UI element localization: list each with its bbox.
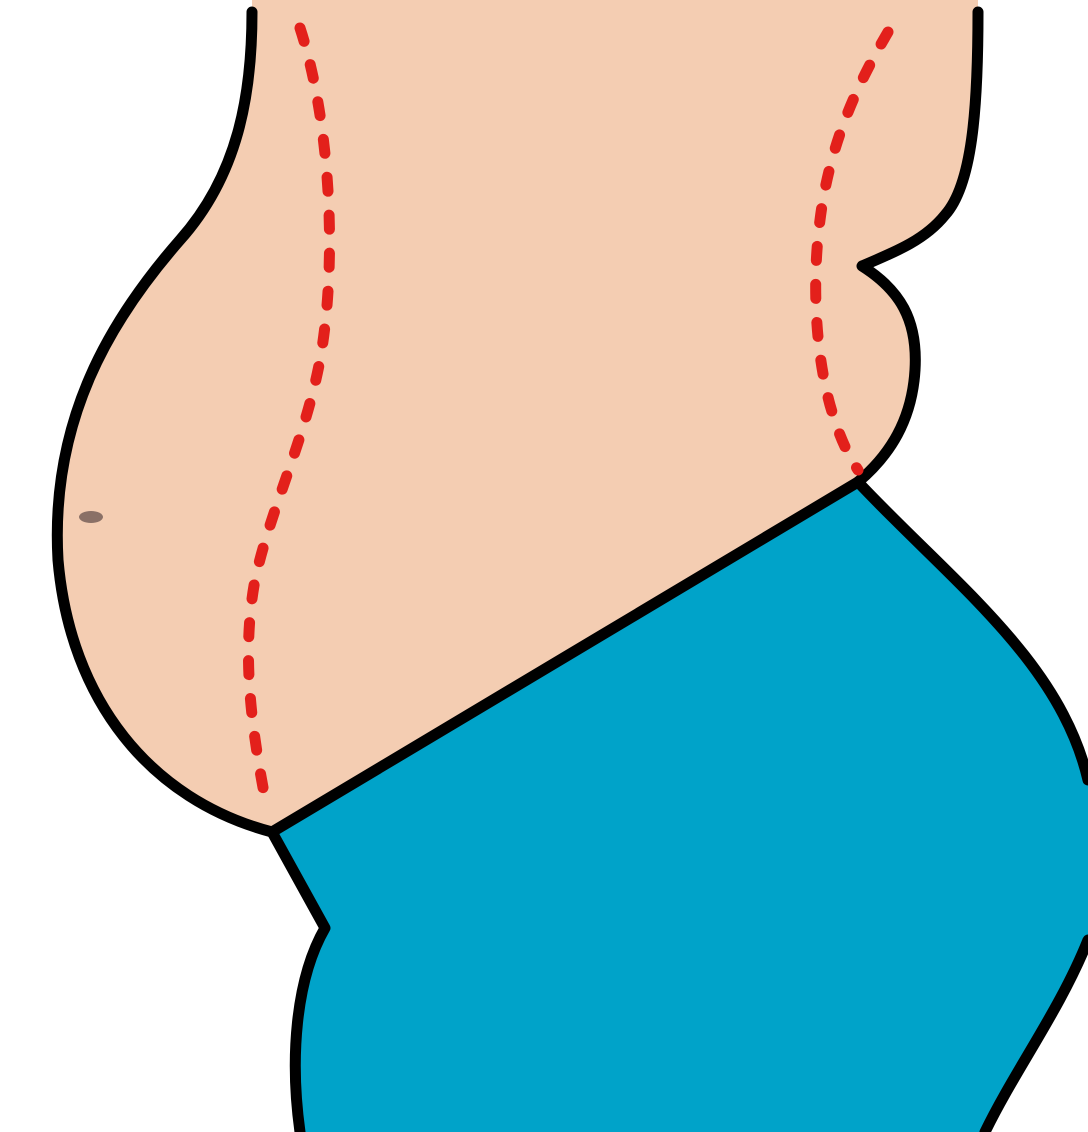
navel-mark: [79, 511, 103, 523]
